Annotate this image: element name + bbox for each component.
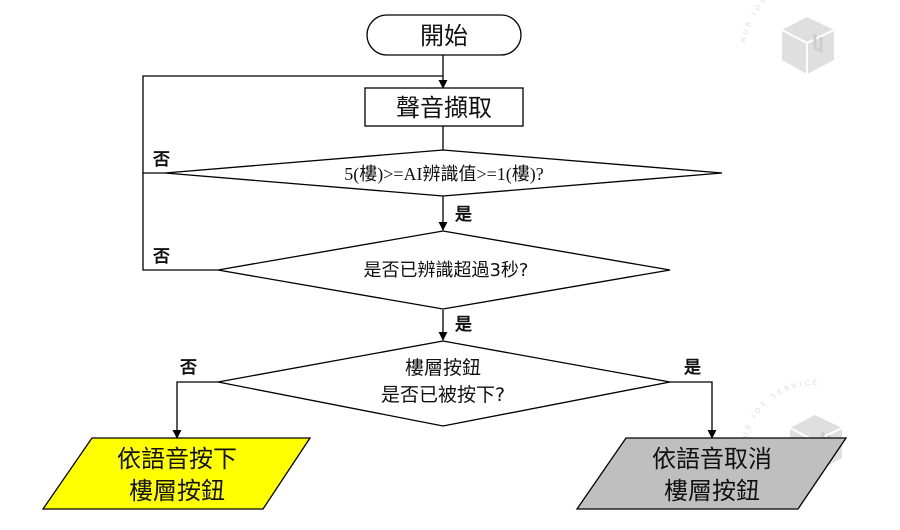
decision-button-label-line2: 是否已被按下? xyxy=(381,384,505,406)
decision-range: 5(樓)>=AI辨識值>=1(樓)? xyxy=(164,149,723,197)
node-cancel-label-line1: 依語音取消 xyxy=(652,445,772,473)
edge-time-no-loop xyxy=(142,173,218,271)
decision-time-label: 是否已辨識超過3秒? xyxy=(363,260,528,281)
label-button-no: 否 xyxy=(179,358,197,378)
label-range-no: 否 xyxy=(152,150,170,170)
node-capture-label: 聲音擷取 xyxy=(396,94,492,122)
node-press-button: 依語音按下 樓層按鈕 xyxy=(41,437,312,510)
decision-button-label-line1: 樓層按鈕 xyxy=(405,357,481,379)
hub-logo-icon xyxy=(781,17,835,74)
watermark-top: HUB IOT SERVICE xyxy=(740,0,835,74)
label-time-yes: 是 xyxy=(455,315,472,335)
edge-range-no-loop xyxy=(142,75,443,174)
decision-time: 是否已辨識超過3秒? xyxy=(217,230,671,310)
node-cancel-label-line2: 樓層按鈕 xyxy=(664,477,760,505)
node-start-label: 開始 xyxy=(420,22,468,50)
node-capture: 聲音擷取 xyxy=(364,87,524,127)
edge-button-yes xyxy=(670,381,717,439)
decision-range-label: 5(樓)>=AI辨識值>=1(樓)? xyxy=(344,164,544,185)
decision-button: 樓層按鈕 是否已被按下? xyxy=(217,340,671,427)
label-time-no: 否 xyxy=(152,247,170,267)
label-range-yes: 是 xyxy=(455,205,472,225)
edge-button-no xyxy=(172,381,218,439)
node-start: 開始 xyxy=(366,14,522,56)
node-press-label-line2: 樓層按鈕 xyxy=(129,477,225,505)
node-press-label-line1: 依語音按下 xyxy=(117,445,237,473)
node-cancel-button: 依語音取消 樓層按鈕 xyxy=(575,437,848,510)
label-button-yes: 是 xyxy=(684,358,701,378)
